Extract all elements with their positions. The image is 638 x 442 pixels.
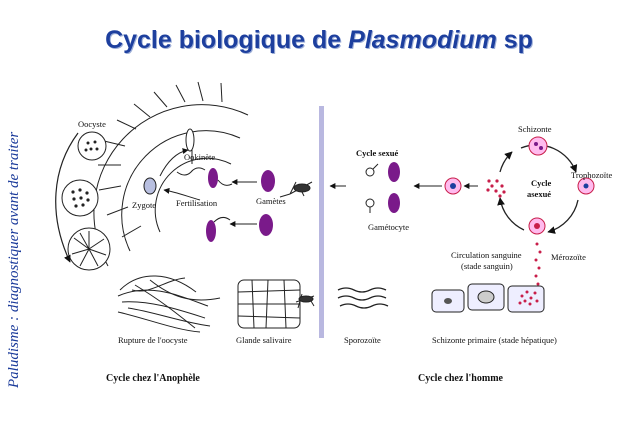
oocyst-small — [77, 131, 107, 161]
title-genus: Plasmodium — [348, 26, 497, 54]
rupturing-schizont — [486, 179, 506, 198]
midgut-wall — [93, 81, 249, 267]
schizont-cell — [528, 136, 548, 156]
sporozoites — [337, 287, 389, 309]
mosquito-biting — [295, 293, 315, 309]
merozoite-stream — [534, 242, 542, 286]
label-cycle-asexue-1: Cycle — [531, 178, 552, 188]
label-cycle-homme: Cycle chez l'homme — [418, 373, 504, 384]
label-rupture: Rupture de l'oocyste — [118, 335, 188, 345]
label-ookinete: Ookinète — [184, 152, 215, 162]
oocyst-arrow — [55, 132, 79, 263]
label-fertilisation: Fertilisation — [176, 198, 218, 208]
label-gametocyte: Gamétocyte — [368, 222, 409, 232]
label-oocyste: Oocyste — [78, 119, 106, 129]
label-trophozoite: Trophozoïte — [571, 170, 612, 180]
label-schizonte-primaire: Schizonte primaire (stade hépatique) — [432, 335, 557, 345]
hepatic-nucleus-1 — [444, 298, 452, 304]
label-merozoite: Mérozoïte — [551, 252, 586, 262]
gametocyte-lower — [388, 193, 400, 213]
label-glande: Glande salivaire — [236, 335, 292, 345]
gametes — [259, 170, 275, 236]
hepatic-schizont — [477, 290, 495, 304]
gametocyte-upper — [388, 162, 400, 182]
title-suffix: sp — [496, 26, 533, 54]
zygote-to-ookinete-arrow — [159, 148, 189, 177]
fertilisation-arrow — [163, 187, 201, 201]
sexual-cycle-male — [365, 163, 379, 177]
ookinete — [185, 128, 195, 152]
label-cycle-asexue-2: asexué — [527, 189, 551, 199]
label-zygote: Zygote — [132, 200, 156, 210]
oocyst-mature — [67, 227, 111, 271]
salivary-gland — [237, 279, 301, 329]
label-gametes: Gamètes — [256, 196, 286, 206]
divider-bar — [319, 106, 324, 338]
ring-stage-cell — [528, 217, 546, 235]
label-circulation-1: Circulation sanguine — [451, 250, 522, 260]
label-schizonte: Schizonte — [518, 124, 552, 134]
label-cycle-sexue: Cycle sexué — [356, 148, 398, 158]
zygote — [143, 177, 157, 195]
title-prefix: Cycle biologique de — [105, 26, 349, 54]
gametocyte-precursor — [444, 177, 462, 195]
oocyst-rupture — [117, 275, 221, 333]
page-title: Cycle biologique de Plasmodium sp — [0, 26, 638, 55]
gametes-fertilisation — [176, 167, 233, 242]
label-cycle-anophele: Cycle chez l'Anophèle — [106, 373, 200, 384]
merozoite-cluster-liver — [518, 290, 539, 306]
asexual-cycle-ring — [497, 144, 579, 234]
mosquito-feeding — [279, 181, 313, 198]
trophozoite-cell — [577, 177, 595, 195]
sexual-cycle-female — [365, 198, 375, 213]
label-sporozoite: Sporozoïte — [344, 335, 381, 345]
oocyst-medium — [61, 179, 99, 217]
label-circulation-2: (stade sanguin) — [461, 261, 513, 271]
